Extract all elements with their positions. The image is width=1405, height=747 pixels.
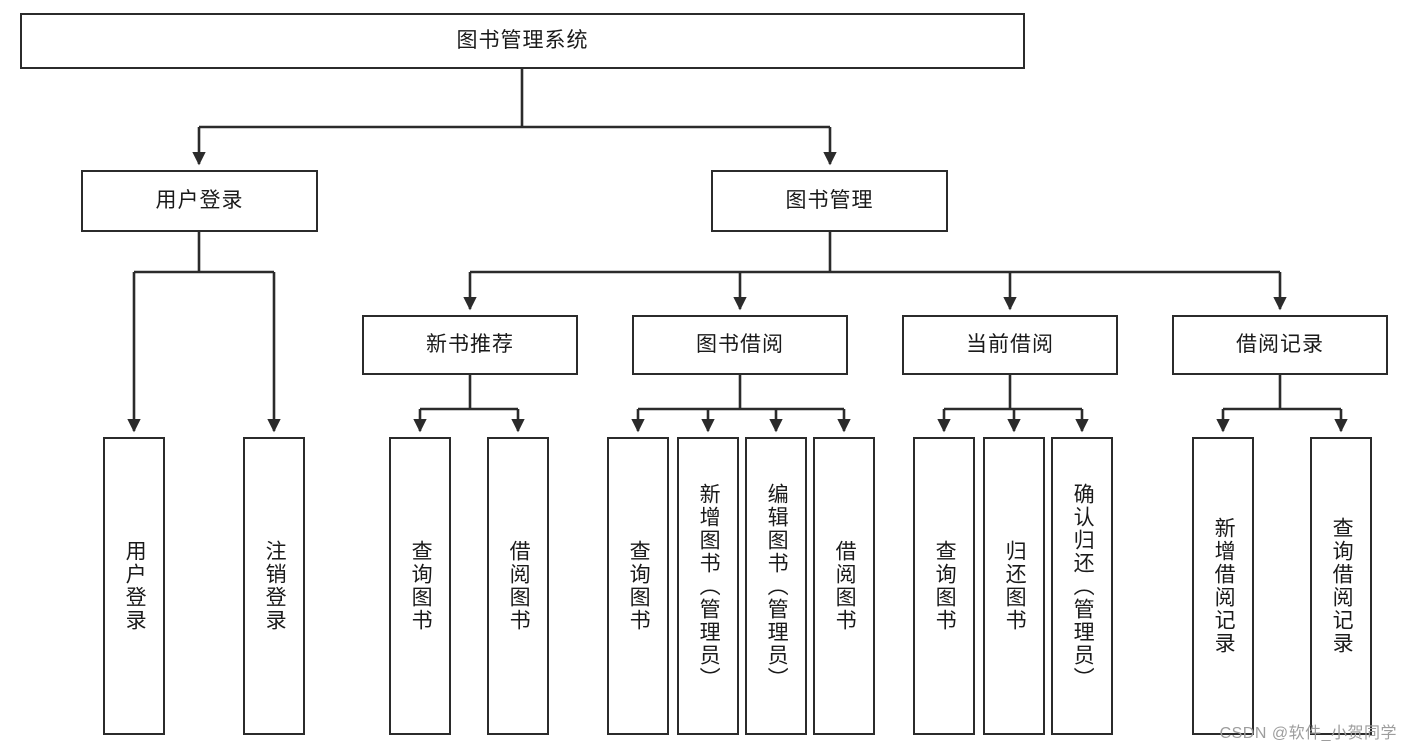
node-book-borrow[interactable]: 图书借阅 bbox=[632, 315, 848, 375]
node-leaf-query-book-1[interactable]: 查询图书 bbox=[389, 437, 451, 735]
node-leaf-query-book-3[interactable]: 查询图书 bbox=[913, 437, 975, 735]
node-user-login[interactable]: 用户登录 bbox=[81, 170, 318, 232]
node-leaf-user-logout[interactable]: 注销登录 bbox=[243, 437, 305, 735]
node-leaf-borrow-book-1[interactable]: 借阅图书 bbox=[487, 437, 549, 735]
node-leaf-edit-book-admin[interactable]: 编辑图书（管理员） bbox=[745, 437, 807, 735]
node-leaf-confirm-return-admin[interactable]: 确认归还（管理员） bbox=[1051, 437, 1113, 735]
node-leaf-add-book-admin[interactable]: 新增图书（管理员） bbox=[677, 437, 739, 735]
node-leaf-return-book[interactable]: 归还图书 bbox=[983, 437, 1045, 735]
node-borrow-records[interactable]: 借阅记录 bbox=[1172, 315, 1388, 375]
node-current-borrow[interactable]: 当前借阅 bbox=[902, 315, 1118, 375]
csdn-watermark: CSDN @软件_小贺同学 bbox=[1219, 725, 1397, 742]
node-leaf-add-borrow-record[interactable]: 新增借阅记录 bbox=[1192, 437, 1254, 735]
node-leaf-query-book-2[interactable]: 查询图书 bbox=[607, 437, 669, 735]
node-system-title[interactable]: 图书管理系统 bbox=[20, 13, 1025, 69]
node-leaf-user-login[interactable]: 用户登录 bbox=[103, 437, 165, 735]
node-new-book-recommend[interactable]: 新书推荐 bbox=[362, 315, 578, 375]
node-leaf-borrow-book-2[interactable]: 借阅图书 bbox=[813, 437, 875, 735]
node-book-management[interactable]: 图书管理 bbox=[711, 170, 948, 232]
node-leaf-query-borrow-record[interactable]: 查询借阅记录 bbox=[1310, 437, 1372, 735]
